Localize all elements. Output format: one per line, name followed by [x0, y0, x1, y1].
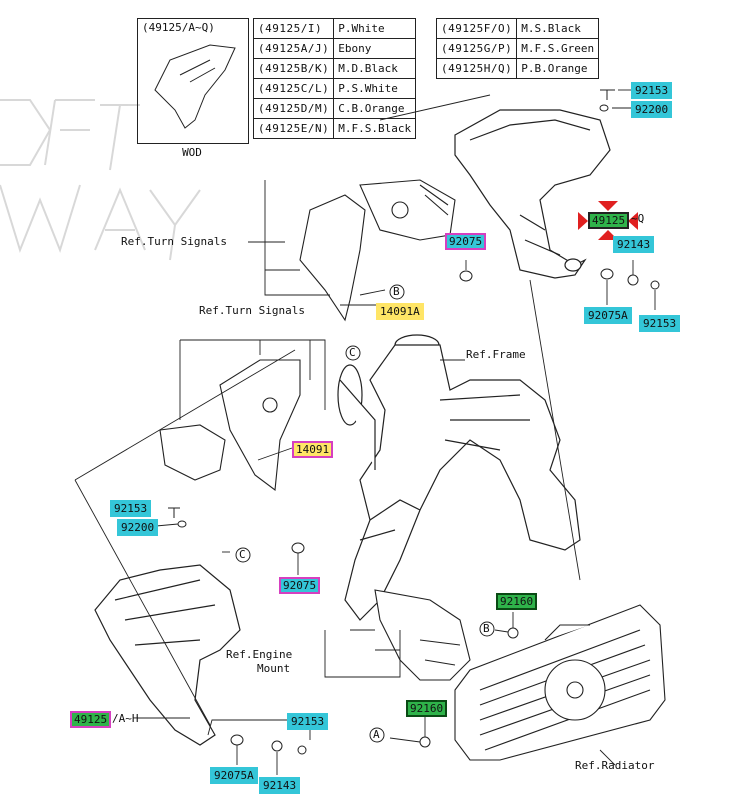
part-tag-92200-top[interactable]: 92200 — [631, 101, 673, 118]
hardware-shapes — [168, 89, 660, 755]
upper-fairing-shape — [454, 109, 611, 279]
part-code-cell[interactable]: (49125D/M) — [252, 98, 335, 119]
part-tag-92075A-right[interactable]: 92075A — [584, 307, 632, 324]
part-code-cell[interactable]: (49125A/J) — [252, 38, 335, 59]
part-code-cell[interactable]: (49125F/O) — [435, 18, 518, 39]
ref-turn-signals-top: Ref.Turn Signals — [121, 235, 227, 248]
color-table-left: (49125/I)P.White(49125A/J)Ebony(49125B/K… — [252, 18, 417, 139]
part-code-cell[interactable]: (49125E/N) — [252, 118, 335, 139]
part-tag-14091A[interactable]: 14091A — [376, 303, 424, 320]
part-code-cell[interactable]: (49125H/Q) — [435, 58, 518, 79]
engine-mount-shape — [374, 589, 471, 681]
part-tag-14091[interactable]: 14091 — [292, 441, 334, 458]
part-code-cell[interactable]: (49125C/L) — [252, 78, 335, 99]
leader-lines — [74, 89, 656, 775]
part-tag-92143-bottom[interactable]: 92143 — [259, 777, 301, 794]
part-tag-49125-bottom[interactable]: 49125 — [70, 711, 112, 728]
circle-letter-b-upper: B — [393, 285, 400, 298]
wod-header: (49125/A~Q) — [142, 21, 215, 34]
circle-letter-a: A — [373, 728, 380, 741]
lower-fairing-shape — [94, 564, 241, 746]
circle-letter-c-lower: C — [239, 548, 246, 561]
color-table-right-row: (49125H/Q)P.B.Orange — [435, 58, 600, 79]
part-tag-49125-bottom-suffix: /A~H — [112, 712, 139, 725]
ref-engine-mount-line1: Ref.Engine — [226, 648, 293, 661]
part-tag-92075-mid[interactable]: 92075 — [279, 577, 321, 594]
part-tag-49125-top[interactable]: 49125 — [588, 212, 630, 229]
part-tag-92153-top[interactable]: 92153 — [631, 82, 673, 99]
ref-radiator: Ref.Radiator — [575, 759, 655, 772]
color-table-left-row: (49125C/L)P.S.White — [252, 78, 417, 99]
part-code-cell[interactable]: (49125G/P) — [435, 38, 518, 59]
color-table-right-row: (49125F/O)M.S.Black — [435, 18, 600, 39]
color-table-right-row: (49125G/P)M.F.S.Green — [435, 38, 600, 59]
circle-letter-c-upper: C — [349, 346, 356, 359]
watermark-logo — [0, 99, 201, 261]
color-table-left-row: (49125E/N)M.F.S.Black — [252, 118, 417, 139]
color-table-left-row: (49125D/M)C.B.Orange — [252, 98, 417, 119]
ref-frame: Ref.Frame — [466, 348, 526, 361]
wod-reference-box: (49125/A~Q) — [137, 18, 249, 144]
color-table-left-row: (49125/I)P.White — [252, 18, 417, 39]
color-name-cell: M.S.Black — [516, 18, 600, 39]
radiator-shape — [454, 604, 666, 761]
part-tag-92160-lower[interactable]: 92160 — [406, 700, 448, 717]
part-tag-92200-left[interactable]: 92200 — [117, 519, 159, 536]
color-name-cell: P.S.White — [333, 78, 417, 99]
part-tag-49125-top-suffix: ~Q — [631, 212, 645, 225]
letter-circles — [235, 284, 495, 743]
color-name-cell: M.F.S.Black — [333, 118, 417, 139]
upper-turn-signal-shape — [299, 179, 456, 322]
part-tag-92075-top[interactable]: 92075 — [445, 233, 487, 250]
part-tag-92153-right[interactable]: 92153 — [639, 315, 681, 332]
color-table-right: (49125F/O)M.S.Black(49125G/P)M.F.S.Green… — [435, 18, 600, 79]
circle-letter-b-lower: B — [483, 622, 490, 635]
color-name-cell: M.F.S.Green — [516, 38, 600, 59]
middle-turn-signal-shape — [159, 359, 301, 492]
wod-fairing-icon — [154, 44, 236, 129]
part-tag-92143-top[interactable]: 92143 — [613, 236, 655, 253]
color-name-cell: M.D.Black — [333, 58, 417, 79]
wod-label: WOD — [182, 146, 202, 159]
part-tag-92153-bottom[interactable]: 92153 — [287, 713, 329, 730]
ref-engine-mount-line2: Mount — [257, 662, 291, 675]
part-tag-92153-left[interactable]: 92153 — [110, 500, 152, 517]
frame-shape — [337, 334, 581, 621]
color-name-cell: P.B.Orange — [516, 58, 600, 79]
part-tag-92160-upper[interactable]: 92160 — [496, 593, 538, 610]
part-code-cell[interactable]: (49125/I) — [252, 18, 335, 39]
color-table-left-row: (49125A/J)Ebony — [252, 38, 417, 59]
color-name-cell: P.White — [333, 18, 417, 39]
part-tag-92075A-bottom[interactable]: 92075A — [210, 767, 258, 784]
ref-turn-signals-mid: Ref.Turn Signals — [199, 304, 305, 317]
part-code-cell[interactable]: (49125B/K) — [252, 58, 335, 79]
color-name-cell: Ebony — [333, 38, 417, 59]
color-name-cell: C.B.Orange — [333, 98, 417, 119]
color-table-left-row: (49125B/K)M.D.Black — [252, 58, 417, 79]
